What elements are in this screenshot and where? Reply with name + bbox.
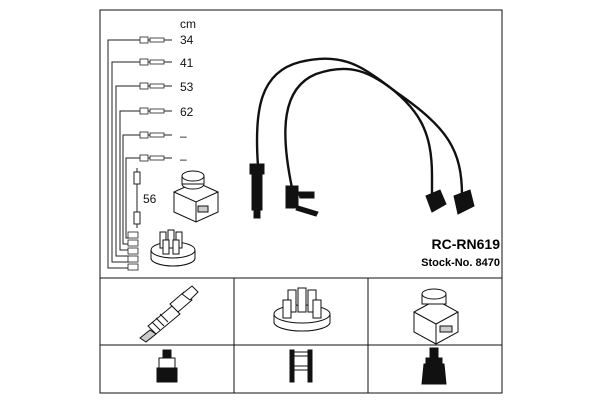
connector-cap-terminal-icon (289, 349, 313, 383)
unit-label: cm (180, 17, 196, 31)
cable-length-1: 34 (180, 33, 194, 47)
cable-length-2: 41 (180, 56, 194, 70)
connector-stack (127, 231, 139, 271)
distributor-cap-large-icon (273, 287, 331, 332)
coil-lead (133, 168, 141, 228)
cable-connectors (139, 36, 165, 162)
cable-length-5: – (180, 129, 187, 143)
spark-plug-icon (139, 285, 199, 343)
stock-number: Stock-No. 8470 (421, 257, 500, 269)
distributor-cap-icon (150, 229, 196, 267)
cable-length-4: 62 (180, 105, 194, 119)
product-code: RC-RN619 (431, 236, 500, 252)
cable-length-3: 53 (180, 80, 194, 94)
connector-coil-boot-icon (421, 347, 447, 385)
connector-plug-boot-icon (156, 349, 178, 383)
cable-boots (249, 163, 475, 219)
cable-length-6: – (180, 152, 187, 166)
outer-frame (99, 9, 503, 394)
coil-cable-length: 56 (143, 192, 157, 206)
ignition-coil-large-icon (413, 288, 459, 345)
ignition-coil-icon (173, 170, 219, 223)
cable-illustration (255, 57, 464, 198)
